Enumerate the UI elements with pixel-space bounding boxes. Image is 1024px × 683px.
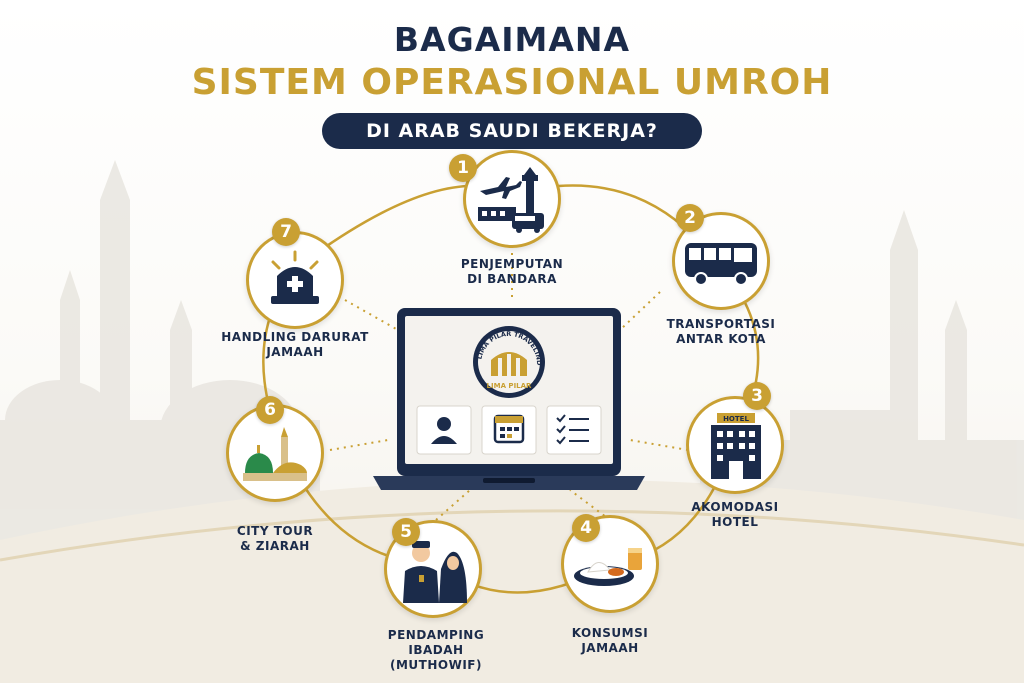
- step-badge-5: 5: [392, 518, 420, 546]
- step-label-6: CITY TOUR& ZIARAH: [236, 524, 314, 553]
- user-profile-icon: [431, 417, 457, 444]
- laptop-illustration: PT LIMA PILAR TRAVELINDO LIMA PILAR: [373, 302, 645, 490]
- headline-line1: BAGAIMANA: [393, 20, 631, 59]
- step-badge-2: 2: [676, 204, 704, 232]
- subtitle-pill: DI ARAB SAUDI BEKERJA?: [322, 113, 702, 149]
- checklist-icon: [556, 414, 589, 445]
- step-node-3: HOTEL: [686, 396, 784, 494]
- hotel-sign-text: HOTEL: [723, 415, 749, 423]
- bus-icon: [685, 243, 757, 286]
- step-badge-7: 7: [272, 218, 300, 246]
- logo-brand-text: LIMA PILAR: [487, 382, 532, 390]
- hotel-icon: HOTEL: [711, 413, 761, 479]
- emergency-siren-icon: [271, 250, 319, 304]
- step-node-7: [246, 231, 344, 329]
- step-badge-3: 3: [743, 382, 771, 410]
- meal-icon: [574, 548, 642, 586]
- calendar-icon: [493, 414, 525, 444]
- step-label-5: PENDAMPING IBADAH(MUTHOWIF): [387, 628, 485, 672]
- step-badge-6: 6: [256, 396, 284, 424]
- headline-line2: SISTEM OPERASIONAL UMROH: [191, 62, 833, 103]
- step-badge-1: 1: [449, 154, 477, 182]
- step-node-1: [463, 150, 561, 248]
- guide-couple-icon: [403, 541, 467, 603]
- airport-pickup-icon: [478, 167, 544, 233]
- mosque-icon: [243, 427, 307, 481]
- step-badge-4: 4: [572, 514, 600, 542]
